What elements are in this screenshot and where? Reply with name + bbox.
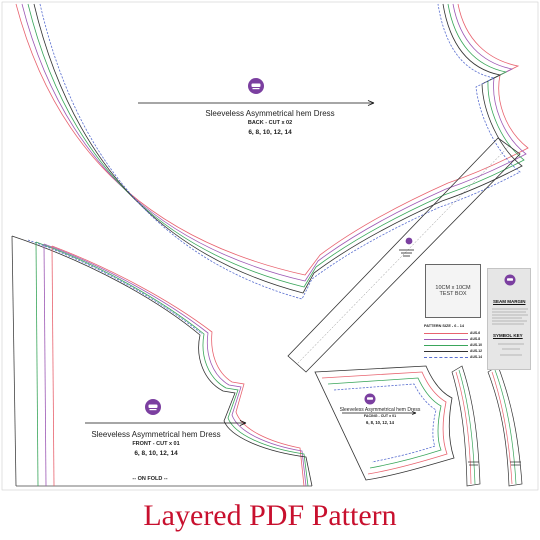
front-piece-cut: FRONT - CUT x 01 — [132, 441, 180, 447]
brand-logo-icon — [405, 237, 413, 245]
front-piece-title: Sleeveless Asymmetrical hem Dress — [91, 430, 221, 439]
strap-piece-right — [487, 365, 523, 487]
grainline-arrow-icon — [367, 100, 375, 106]
size-label: AUS-12 — [470, 349, 483, 353]
pattern-size-heading: PATTERN SIZE - 6 - 14 — [424, 324, 464, 328]
test-box-label: TEST BOX — [439, 291, 467, 297]
size-line — [424, 351, 468, 352]
size-row: AUS-12 — [424, 349, 484, 354]
strap-left-inner-size-6 — [455, 371, 472, 485]
grainline-arrow-icon — [239, 420, 247, 426]
caption: Layered PDF Pattern — [143, 499, 397, 532]
front-outline-size-6 — [51, 245, 305, 487]
back-piece-sizes: 6, 8, 10, 12, 14 — [248, 129, 292, 136]
symbol-key-heading: SYMBOL KEY — [493, 333, 523, 338]
brand-logo-icon — [145, 399, 161, 415]
back-outline-size-12 — [33, 3, 523, 294]
front-outline-size-12 — [11, 235, 313, 487]
seam-margin-heading: SEAM MARGIN — [493, 299, 526, 304]
size-label: AUS-10 — [470, 343, 483, 347]
strap-right-inner-size-6 — [491, 371, 513, 485]
facing-piece-sizes: 6, 8, 10, 12, 14 — [366, 420, 394, 425]
strap-left-outline — [451, 365, 481, 487]
size-label: AUS-6 — [470, 331, 481, 335]
test-box: 10CM x 10CM TEST BOX — [425, 264, 481, 318]
scissors-notch-icon — [399, 249, 414, 257]
binding-strip-outline — [287, 137, 521, 373]
brand-logo-icon — [248, 78, 264, 94]
back-outline-size-6 — [15, 3, 529, 276]
binding-strip-piece — [287, 137, 521, 373]
front-center-line — [11, 235, 17, 487]
facing-outline-size-10 — [327, 377, 442, 469]
back-outline-size-8 — [21, 3, 527, 282]
pattern-size-key: PATTERN SIZE - 6 - 14 AUS-6 AUS-8 AUS-10… — [424, 324, 486, 368]
back-piece-cut: BACK - CUT x 02 — [247, 120, 293, 126]
back-outline-size-10 — [27, 3, 525, 288]
size-line — [424, 333, 468, 334]
pattern-sheet — [1, 1, 539, 491]
front-outline-size-8 — [43, 243, 307, 487]
strap-right-inner-size-10 — [494, 369, 517, 485]
strap-left-inner-size-10 — [458, 369, 476, 485]
size-line — [424, 357, 468, 358]
size-row: AUS-10 — [424, 343, 484, 348]
front-inner-size-8 — [43, 243, 47, 487]
size-label: AUS-14 — [470, 355, 483, 359]
size-row: AUS-8 — [424, 337, 484, 342]
strap-right-outline — [487, 365, 523, 487]
front-outline-size-14 — [27, 239, 203, 335]
back-piece-title: Sleeveless Asymmetrical hem Dress — [205, 109, 335, 118]
facing-piece-cut: FACING - CUT x 01 — [363, 414, 397, 418]
grainline-arrow-icon — [411, 411, 417, 415]
sheet-frame — [1, 1, 539, 491]
binding-strip-center — [296, 145, 510, 365]
front-inner-size-10 — [35, 241, 39, 487]
scissors-notch-icon — [510, 461, 521, 466]
size-label: AUS-8 — [470, 337, 481, 341]
front-inner-size-6 — [51, 245, 55, 487]
facing-outline-size-6 — [321, 371, 448, 475]
facing-piece-title: Sleeveless Asymmetrical hem Dress — [339, 407, 421, 413]
size-line — [424, 345, 468, 346]
back-outline-size-14 — [39, 3, 521, 300]
facing-outline-size-14 — [333, 383, 437, 463]
front-piece-sizes: 6, 8, 10, 12, 14 — [134, 450, 178, 457]
symbol-key-notes — [498, 343, 524, 356]
size-line — [424, 339, 468, 340]
legend-panel: SEAM MARGIN SYMBOL KEY — [487, 268, 531, 370]
seam-margin-notes — [492, 308, 528, 325]
scissors-notch-icon — [468, 461, 479, 466]
front-outline-size-10 — [35, 241, 309, 487]
back-pattern-piece — [15, 3, 529, 300]
strap-piece-left — [451, 365, 481, 487]
facing-pattern-piece — [314, 365, 455, 481]
brand-logo-icon — [364, 393, 376, 405]
brand-logo-icon — [504, 274, 516, 286]
size-row: AUS-14 — [424, 355, 484, 360]
size-row: AUS-6 — [424, 331, 484, 336]
test-box-dimensions: 10CM x 10CM — [435, 285, 471, 291]
front-on-fold-label: -- ON FOLD -- — [132, 476, 168, 482]
front-pattern-piece — [11, 235, 313, 487]
facing-outline-outer — [314, 365, 455, 481]
